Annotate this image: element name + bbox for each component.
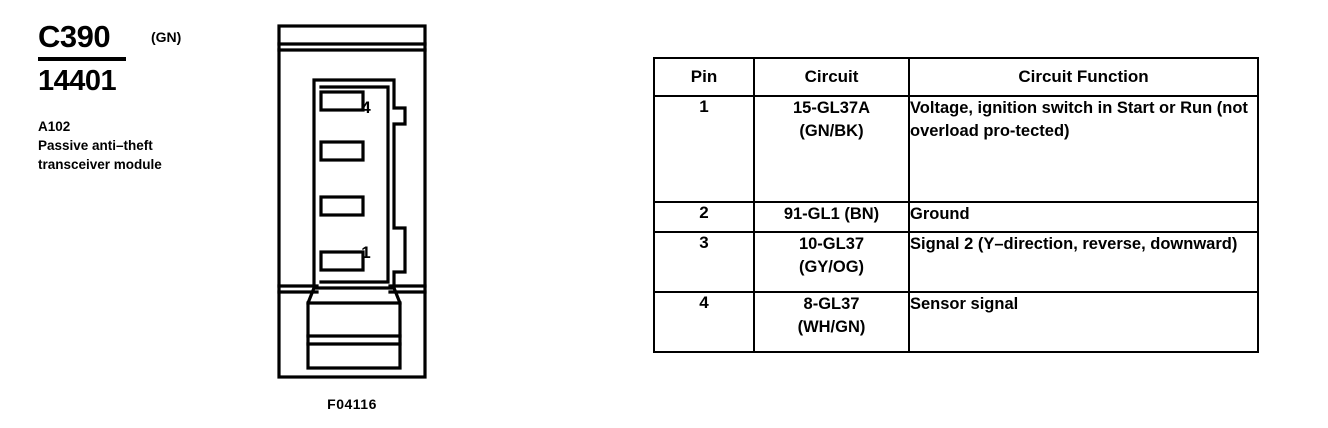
cell-pin: 1: [653, 95, 755, 203]
connector-label-block: C390 (GN): [38, 20, 258, 60]
cell-function: Ground: [908, 201, 1259, 233]
connector-skirt: [306, 285, 402, 370]
cell-circuit: 10-GL37 (GY/OG): [753, 231, 910, 293]
terminal-slot-4: [319, 90, 365, 112]
cell-pin: 4: [653, 291, 755, 353]
cell-function: Sensor signal: [908, 291, 1259, 353]
cell-pin: 2: [653, 201, 755, 233]
circuit-name: 91-GL1 (BN): [783, 205, 880, 223]
terminal-slot-2: [319, 195, 365, 217]
table-row: 3 10-GL37 (GY/OG) Signal 2 (Y–direction,…: [653, 231, 1259, 293]
column-header-circuit-function: Circuit Function: [908, 57, 1259, 97]
connector-color-code: (GN): [151, 29, 182, 45]
outer-housing: [277, 24, 427, 379]
connector-id-row: C390 (GN): [38, 20, 258, 60]
circuit-name: 10-GL37: [798, 235, 865, 253]
component-id: A102: [38, 119, 71, 134]
cell-pin: 3: [653, 231, 755, 293]
pin-callout-1: 1: [361, 243, 370, 262]
table-row: 1 15-GL37A (GN/BK) Voltage, ignition swi…: [653, 95, 1259, 203]
terminal-slot-3: [319, 140, 365, 162]
circuit-name: 8-GL37: [803, 295, 860, 313]
cell-circuit: 15-GL37A (GN/BK): [753, 95, 910, 203]
terminal-slot-1: [319, 250, 365, 272]
connector-id-underline: [38, 57, 126, 61]
component-description: A102 Passive anti–theft transceiver modu…: [38, 117, 238, 174]
column-header-pin: Pin: [653, 57, 755, 97]
circuit-color: (WH/GN): [797, 318, 866, 336]
column-header-circuit: Circuit: [753, 57, 910, 97]
circuit-color: (GN/BK): [799, 122, 864, 140]
circuit-color: (GY/OG): [798, 258, 865, 276]
table-row: 4 8-GL37 (WH/GN) Sensor signal: [653, 291, 1259, 353]
drawing-code: F04116: [327, 396, 377, 412]
cell-function: Signal 2 (Y–direction, reverse, downward…: [908, 231, 1259, 293]
component-description-line-2: transceiver module: [38, 157, 162, 172]
component-description-line-1: Passive anti–theft: [38, 138, 153, 153]
connector-id: C390: [38, 19, 111, 54]
pin-assignment-table: Pin Circuit Circuit Function 1 15-GL37A …: [653, 57, 1259, 353]
table-header-row: Pin Circuit Circuit Function: [653, 57, 1259, 97]
circuit-name: 15-GL37A: [792, 99, 871, 117]
connector-part-number: 14401: [38, 65, 117, 97]
connector-drawing: 4 1: [272, 20, 432, 420]
table-row: 2 91-GL1 (BN) Ground: [653, 201, 1259, 233]
connector-body-inner-outline: [319, 85, 390, 284]
cell-function: Voltage, ignition switch in Start or Run…: [908, 95, 1259, 203]
cell-circuit: 91-GL1 (BN): [753, 201, 910, 233]
pin-callout-4: 4: [361, 98, 371, 117]
cell-circuit: 8-GL37 (WH/GN): [753, 291, 910, 353]
